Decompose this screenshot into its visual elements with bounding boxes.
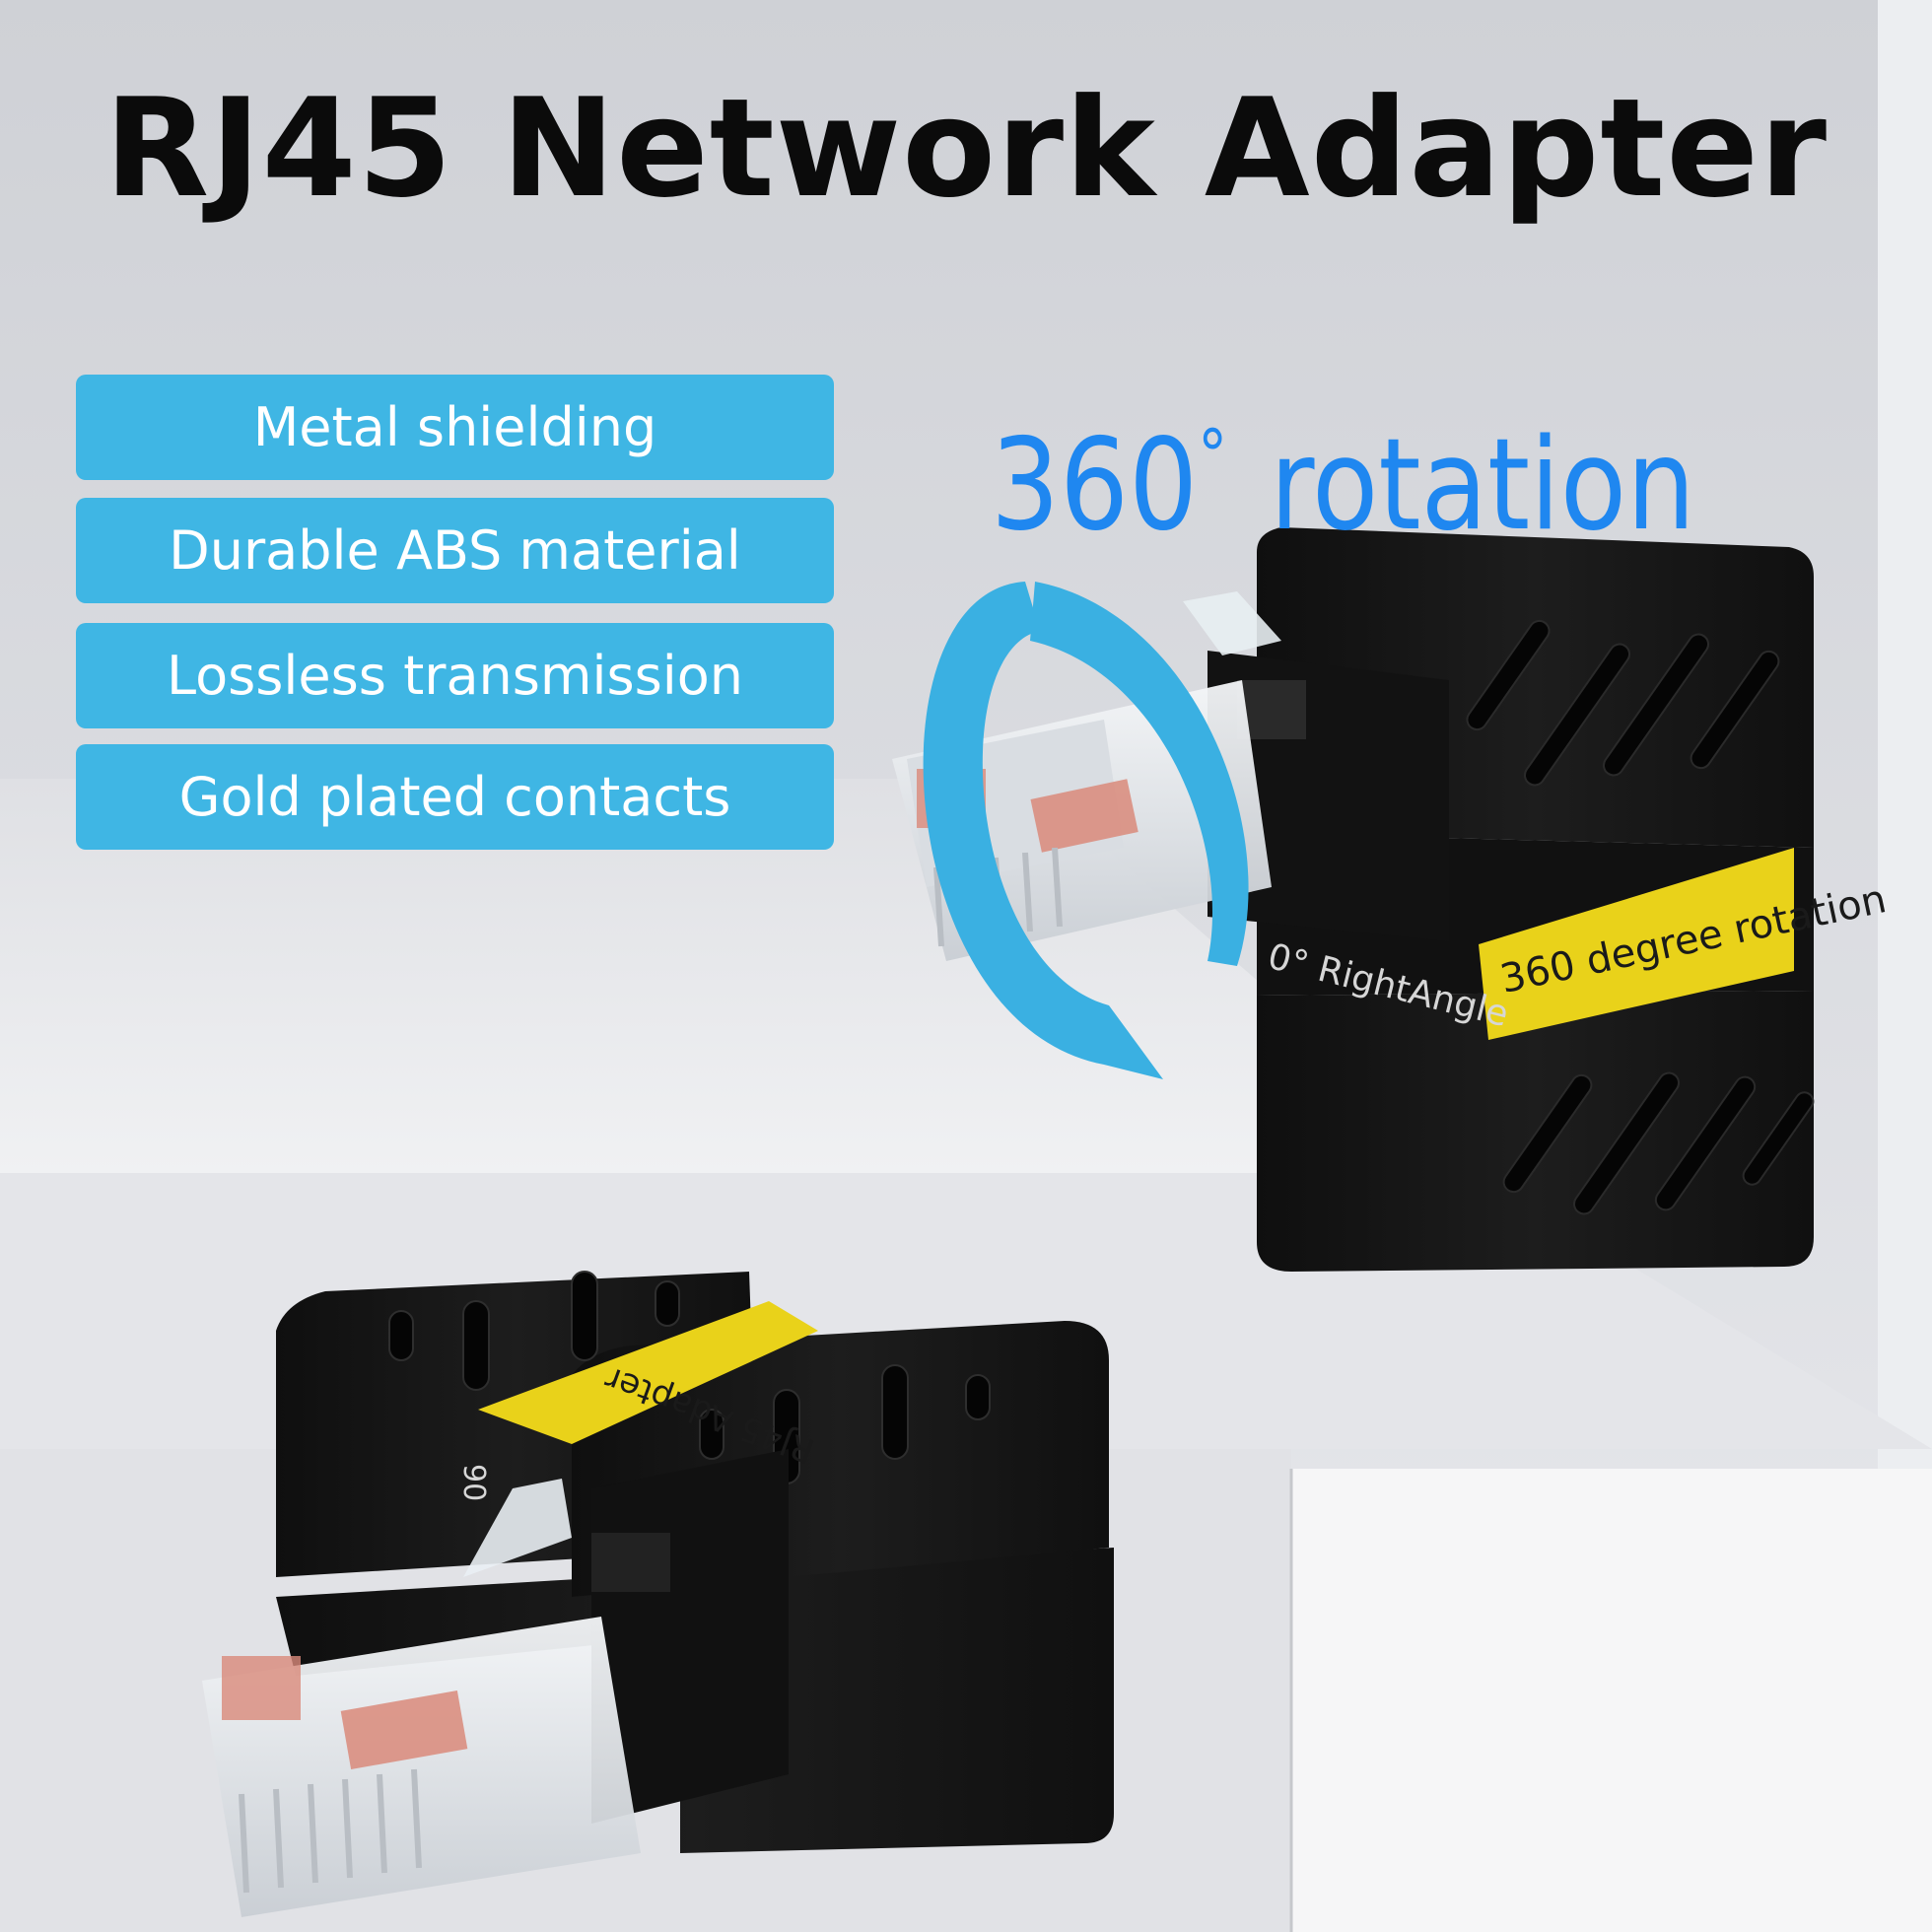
rj45-plug-bottom xyxy=(202,1479,641,1917)
feature-item: Lossless transmission xyxy=(76,623,834,728)
feature-item: Metal shielding xyxy=(76,375,834,480)
rotation-word: rotation xyxy=(1270,412,1695,559)
yellow-label-bottom xyxy=(478,1301,818,1444)
rotation-number: 360 xyxy=(991,412,1199,559)
feature-item: Durable ABS material xyxy=(76,498,834,603)
yellow-label-top xyxy=(1479,848,1794,1040)
right-step-face xyxy=(1291,1469,1932,1932)
degree-symbol: ° xyxy=(1198,415,1228,496)
rotation-callout: 360° rotation xyxy=(991,412,1695,559)
page-title: RJ45 Network Adapter xyxy=(104,69,1828,228)
side-text-bottom: 90 xyxy=(456,1464,491,1502)
adapter-top-right xyxy=(1208,527,1815,1272)
rotation-arrow-icon xyxy=(923,582,1249,1079)
feature-item: Gold plated contacts xyxy=(76,744,834,850)
adapter-bottom-left xyxy=(276,1271,1114,1853)
